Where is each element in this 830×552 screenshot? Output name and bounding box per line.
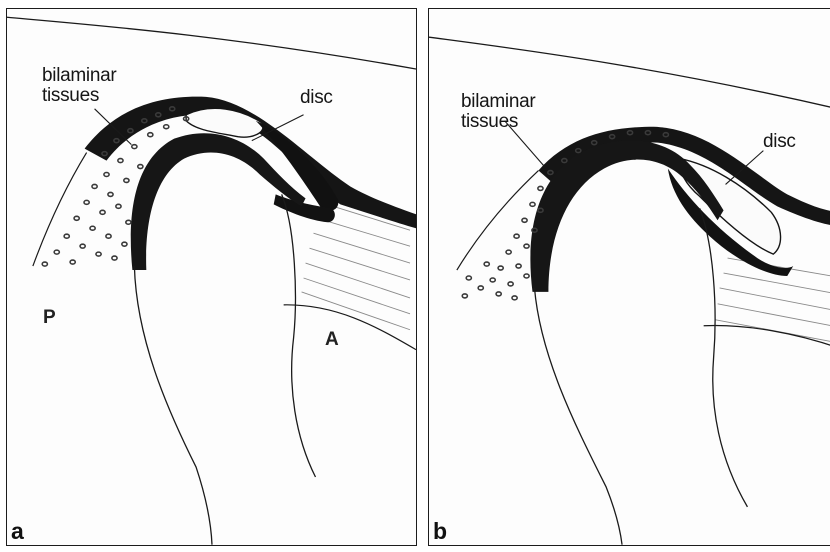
- condyle-neck-anterior: [282, 194, 316, 477]
- panel-letter-a: a: [11, 518, 24, 545]
- anterior-muscle-edge: [284, 305, 416, 350]
- skull-base-outline: [7, 17, 416, 69]
- panel-letter-b: b: [433, 518, 447, 545]
- posterior-tissue-outline: [33, 153, 87, 266]
- anterior-muscle-edge: [704, 326, 830, 348]
- articular-disc: [186, 108, 263, 137]
- muscle-fibres: [302, 203, 410, 329]
- bilaminar-label-line2: tissues: [461, 111, 518, 132]
- disc-label: disc: [300, 87, 333, 108]
- panel-b: bilaminar tissues disc b: [428, 8, 830, 546]
- posterior-label: P: [43, 307, 56, 329]
- panel-a: bilaminar tissues disc P A a: [6, 8, 417, 546]
- bilaminar-label-line1: bilaminar: [42, 65, 116, 86]
- anterior-label: A: [325, 329, 339, 351]
- disc-label: disc: [763, 131, 796, 152]
- condyle-neck-posterior: [534, 288, 622, 545]
- tmj-drawing-b: [429, 9, 830, 545]
- bilaminar-label-line2: tissues: [42, 85, 99, 106]
- bilaminar-label-line1: bilaminar: [461, 91, 535, 112]
- condyle-neck-posterior: [134, 266, 212, 545]
- posterior-tissue-outline: [457, 171, 539, 271]
